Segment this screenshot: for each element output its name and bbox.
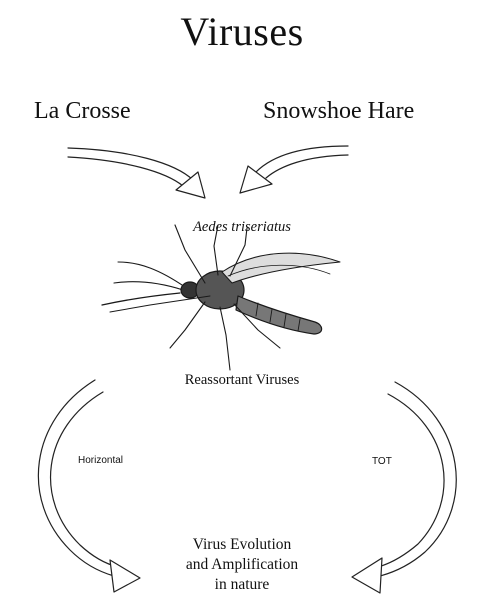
arrow-la-crosse-to-mosquito <box>68 148 205 198</box>
arrow-snowshoe-hare-to-mosquito <box>240 146 348 193</box>
outcome-line-3: in nature <box>0 575 484 595</box>
outcome-label: Virus Evolution and Amplification in nat… <box>0 535 484 595</box>
vector-label: Aedes triseriatus <box>0 219 484 236</box>
outcome-line-2: and Amplification <box>0 555 484 575</box>
route-horizontal-label: Horizontal <box>78 455 123 466</box>
reassortant-label: Reassortant Viruses <box>0 372 484 389</box>
route-tot-label: TOT <box>372 456 392 467</box>
mosquito-icon <box>102 225 340 370</box>
outcome-line-1: Virus Evolution <box>0 535 484 555</box>
